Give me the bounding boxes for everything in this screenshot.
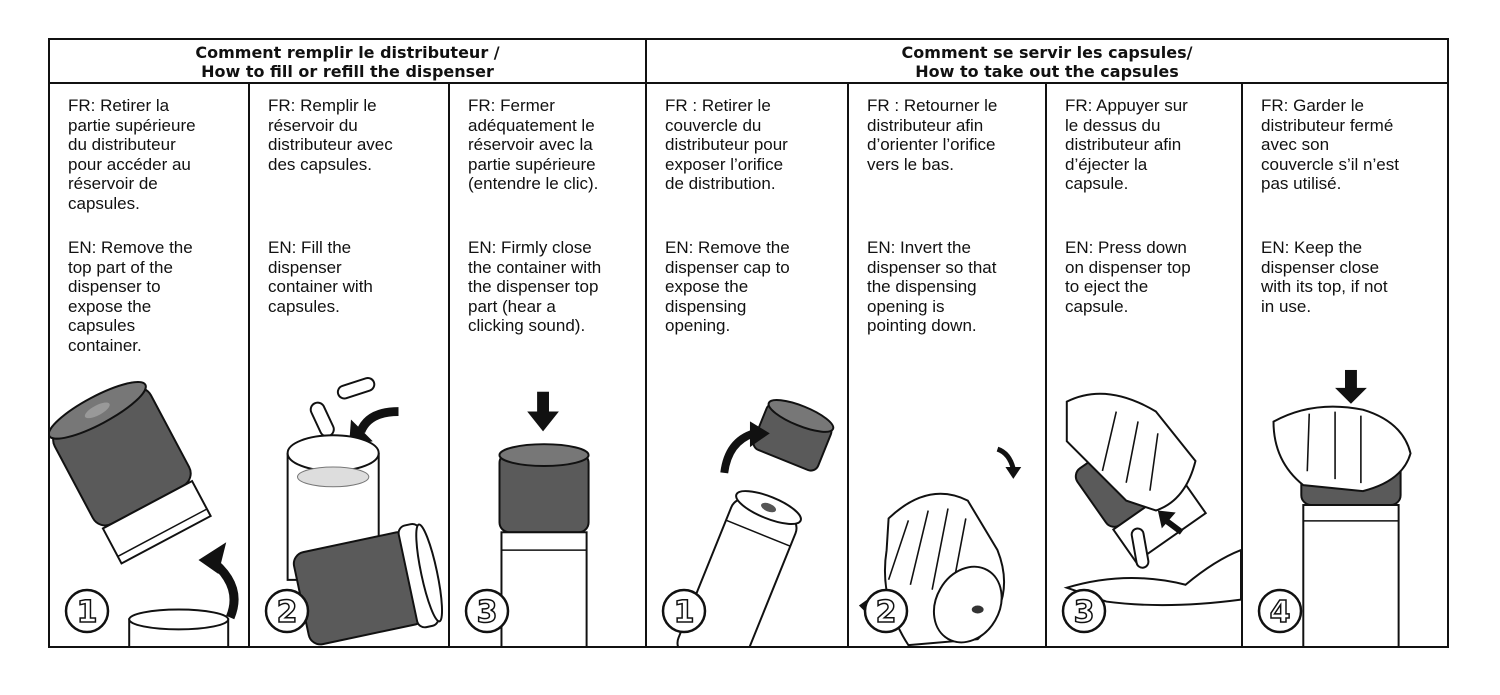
fill-header-fr: Comment remplir le distributeur / <box>195 43 500 62</box>
step-number-badge: 3 <box>464 588 510 634</box>
use-step-4-fr: FR: Garder le distributeur fermé avec so… <box>1261 96 1399 193</box>
use-step-2-en: EN: Invert the dispenser so that the dis… <box>867 238 997 335</box>
use-step-4-en: EN: Keep the dispenser close with its to… <box>1261 238 1388 316</box>
use-step-3-fr: FR: Appuyer sur le dessus du distributeu… <box>1065 96 1188 193</box>
use-section-header: Comment se servir les capsules/ How to t… <box>647 40 1447 84</box>
fill-step-3-en: EN: Firmly close the container with the … <box>468 238 602 335</box>
step-number-badge: 2 <box>863 588 909 634</box>
fill-step-2-fr: FR: Remplir le réservoir du distributeur… <box>268 96 393 174</box>
step-number-badge: 1 <box>661 588 707 634</box>
fill-step-1-fr: FR: Retirer la partie supérieure du dist… <box>68 96 196 213</box>
use-step-2-panel: FR : Retourner le distributeur afin d’or… <box>849 84 1047 646</box>
step-number-badge: 3 <box>1061 588 1107 634</box>
fill-step-3-fr: FR: Fermer adéquatement le réservoir ave… <box>468 96 599 193</box>
instruction-sheet: Comment remplir le distributeur / How to… <box>48 38 1449 648</box>
step-number-badge: 4 <box>1257 588 1303 634</box>
use-header-en: How to take out the capsules <box>915 62 1179 81</box>
fill-step-2-panel: FR: Remplir le réservoir du distributeur… <box>250 84 450 646</box>
fill-step-1-panel: FR: Retirer la partie supérieure du dist… <box>50 84 250 646</box>
step-number: 3 <box>477 595 498 630</box>
use-step-1-fr: FR : Retirer le couvercle du distributeu… <box>665 96 788 193</box>
fill-section-header: Comment remplir le distributeur / How to… <box>50 40 647 84</box>
fill-step-3-panel: FR: Fermer adéquatement le réservoir ave… <box>450 84 647 646</box>
step-number-badge: 2 <box>264 588 310 634</box>
use-step-1-en: EN: Remove the dispenser cap to expose t… <box>665 238 790 335</box>
step-number: 4 <box>1270 595 1291 630</box>
step-number: 2 <box>876 595 897 630</box>
step-number: 3 <box>1074 595 1095 630</box>
fill-step-2-en: EN: Fill the dispenser container with ca… <box>268 238 373 316</box>
fill-header-en: How to fill or refill the dispenser <box>201 62 494 81</box>
use-step-3-panel: FR: Appuyer sur le dessus du distributeu… <box>1047 84 1243 646</box>
use-step-4-panel: FR: Garder le distributeur fermé avec so… <box>1243 84 1447 646</box>
step-number-badge: 1 <box>64 588 110 634</box>
use-step-1-panel: FR : Retirer le couvercle du distributeu… <box>647 84 849 646</box>
use-step-3-en: EN: Press down on dispenser top to eject… <box>1065 238 1191 316</box>
step-number: 1 <box>674 595 695 630</box>
use-step-2-fr: FR : Retourner le distributeur afin d’or… <box>867 96 998 174</box>
step-number: 1 <box>77 595 98 630</box>
use-header-fr: Comment se servir les capsules/ <box>901 43 1193 62</box>
fill-step-1-en: EN: Remove the top part of the dispenser… <box>68 238 193 355</box>
step-number: 2 <box>277 595 298 630</box>
